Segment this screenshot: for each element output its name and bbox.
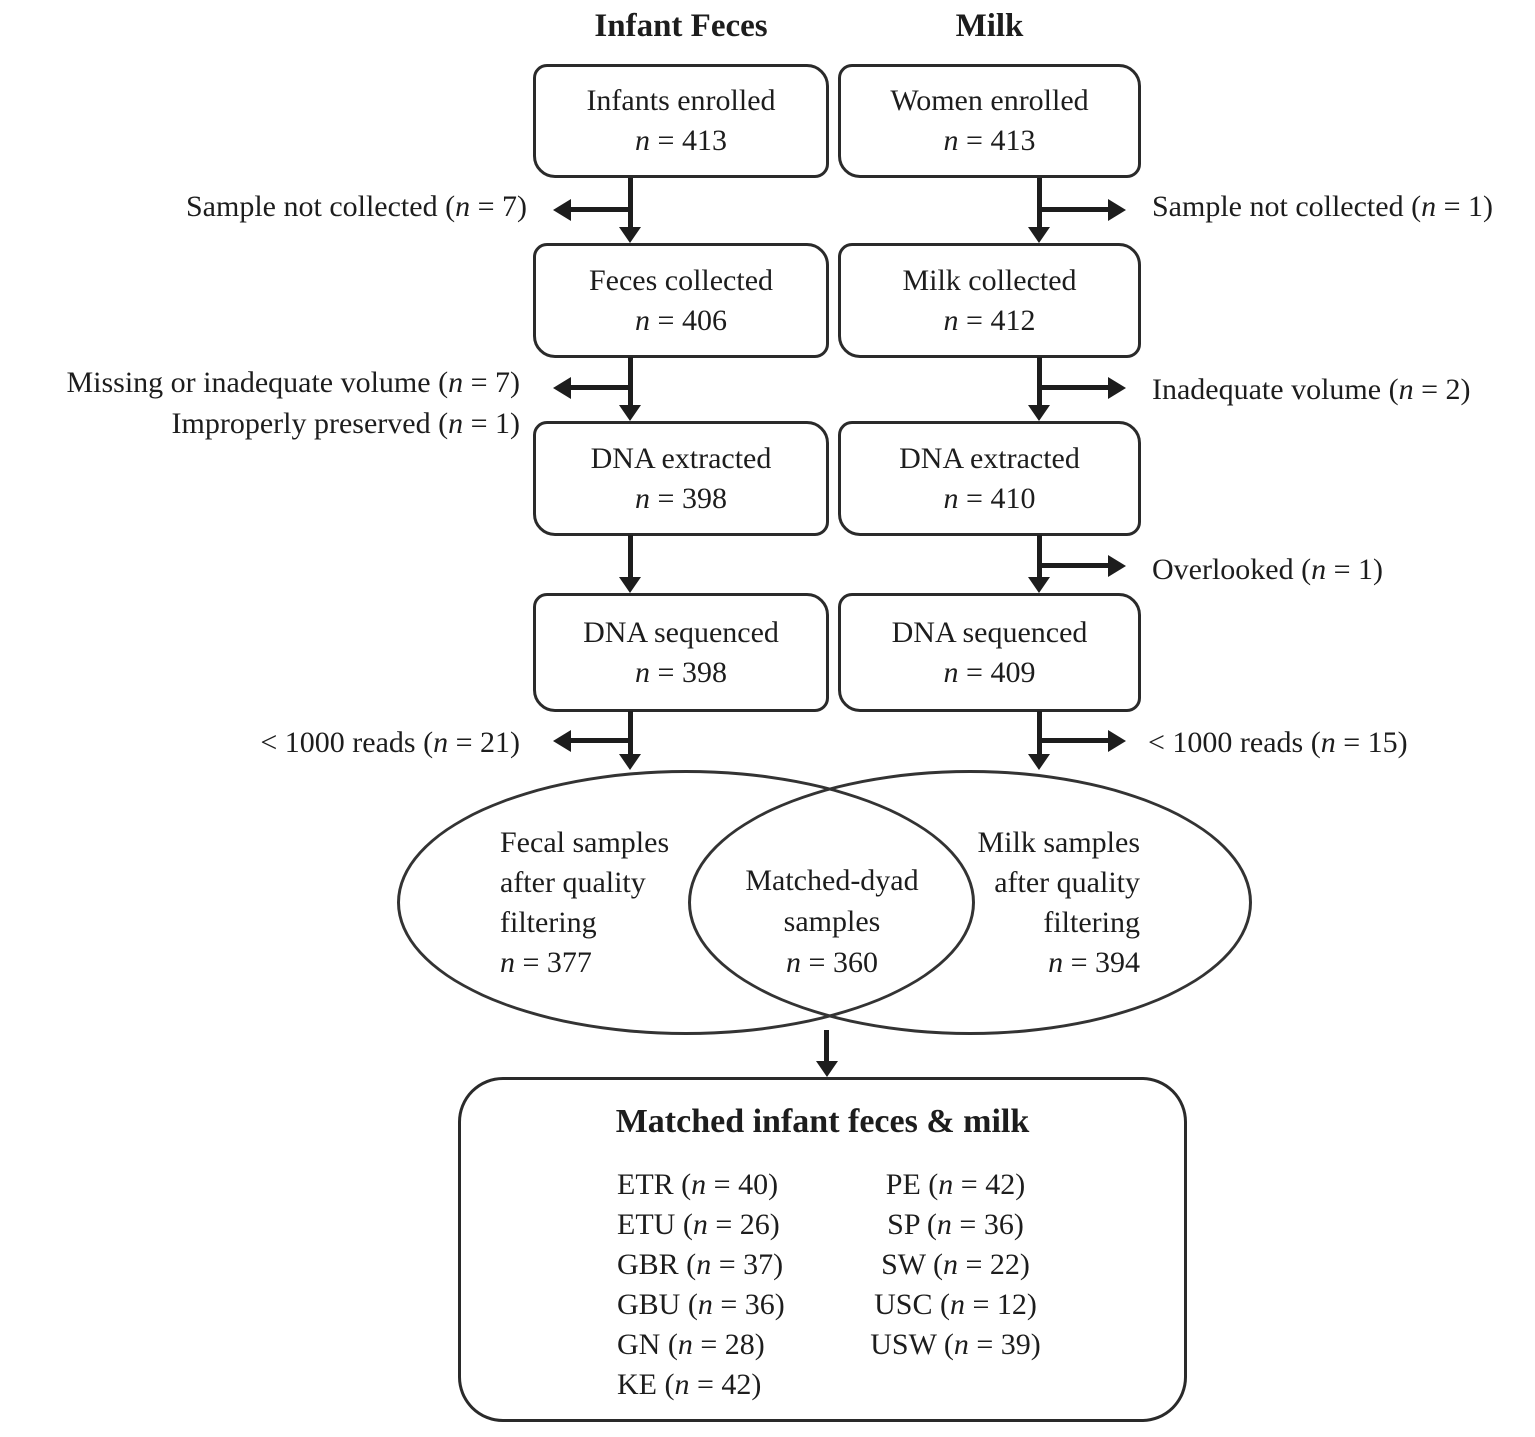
venn-line: filtering <box>1043 906 1140 939</box>
branch-arrow-line <box>1040 385 1110 390</box>
exclusion-left-low-reads: < 1000 reads (n = 21) <box>260 726 520 759</box>
matched-summary-box <box>458 1077 1187 1422</box>
branch-arrow-line <box>1040 207 1110 212</box>
venn-line: n = 360 <box>786 946 878 979</box>
branch-arrow-line <box>569 385 631 390</box>
list-item: KE (n = 42) <box>617 1368 762 1401</box>
venn-line: filtering <box>500 906 597 939</box>
list-item: USW (n = 39) <box>870 1328 1041 1361</box>
box-label: DNA sequenced <box>891 615 1088 649</box>
box-infants-enrolled: Infants enrolled n = 413 <box>533 64 829 178</box>
flow-arrow-line <box>628 357 633 405</box>
branch-arrow-line <box>569 738 631 743</box>
venn-line: after quality <box>994 866 1140 899</box>
arrow-left-icon <box>553 199 571 221</box>
exclusion-line: Improperly preserved (n = 1) <box>171 407 520 440</box>
box-count: n = 413 <box>943 124 1036 157</box>
list-item: SW (n = 22) <box>881 1248 1030 1281</box>
flow-arrow-line <box>824 1030 829 1061</box>
venn-line: Fecal samples <box>500 826 670 859</box>
venn-line: Milk samples <box>977 826 1141 859</box>
box-count: n = 406 <box>635 303 727 337</box>
box-women-enrolled: Women enrolled n = 413 <box>838 64 1141 178</box>
flow-arrow-line <box>1037 357 1042 405</box>
matched-list-column2: PE (n = 42) SP (n = 36) SW (n = 22) USC … <box>858 1165 1053 1365</box>
matched-box-title: Matched infant feces & milk <box>615 1103 1030 1140</box>
venn-milk-ellipse <box>688 770 1252 1035</box>
branch-arrow-line <box>1040 738 1110 743</box>
arrow-right-icon <box>1108 555 1126 577</box>
box-count: n = 398 <box>635 655 727 689</box>
box-count: n = 412 <box>943 303 1036 337</box>
list-item: ETR (n = 40) <box>617 1168 779 1201</box>
exclusion-right-sample-not-collected: Sample not collected (n = 1) <box>1152 190 1493 223</box>
arrow-down-icon <box>619 227 641 243</box>
flow-arrow-line <box>628 178 633 227</box>
arrow-down-icon <box>619 405 641 421</box>
flow-arrow-line <box>628 535 633 577</box>
box-label: DNA extracted <box>899 441 1080 475</box>
arrow-down-icon <box>619 577 641 593</box>
venn-matched-label: Matched-dyad samples n = 360 <box>732 860 932 983</box>
list-item: GBU (n = 36) <box>617 1288 785 1321</box>
box-count: n = 409 <box>943 655 1036 689</box>
venn-line: n = 394 <box>1048 946 1140 979</box>
exclusion-right-overlooked: Overlooked (n = 1) <box>1152 553 1384 586</box>
exclusion-right-inadequate-volume: Inadequate volume (n = 2) <box>1152 373 1471 406</box>
branch-arrow-line <box>569 207 631 212</box>
venn-line: Matched-dyad <box>745 864 919 897</box>
box-label: Women enrolled <box>890 84 1089 117</box>
arrow-right-icon <box>1108 730 1126 752</box>
box-count: n = 398 <box>635 481 727 515</box>
arrow-down-icon <box>1028 405 1050 421</box>
venn-line: samples <box>783 905 881 938</box>
flow-arrow-line <box>1037 535 1042 577</box>
list-item: SP (n = 36) <box>887 1208 1024 1241</box>
arrow-down-icon <box>1028 227 1050 243</box>
arrow-left-icon <box>553 377 571 399</box>
box-count: n = 413 <box>635 124 727 157</box>
flow-arrow-line <box>1037 711 1042 754</box>
arrow-down-icon <box>1028 577 1050 593</box>
arrow-down-icon <box>816 1061 838 1077</box>
exclusion-right-low-reads: < 1000 reads (n = 15) <box>1148 726 1408 759</box>
list-item: GN (n = 28) <box>617 1328 765 1361</box>
venn-line: n = 377 <box>500 946 592 979</box>
list-item: USC (n = 12) <box>874 1288 1037 1321</box>
box-milk-collected: Milk collected n = 412 <box>838 243 1141 358</box>
exclusion-left-sample-not-collected: Sample not collected (n = 7) <box>186 190 527 223</box>
exclusion-line: Missing or inadequate volume (n = 7) <box>66 366 520 399</box>
column-header-milk: Milk <box>955 8 1024 44</box>
arrow-down-icon <box>1028 754 1050 770</box>
box-label: Milk collected <box>902 263 1077 297</box>
venn-fecal-label: Fecal samples after quality filtering n … <box>500 823 669 983</box>
box-count: n = 410 <box>943 481 1036 515</box>
exclusion-left-missing-volume: Missing or inadequate volume (n = 7) Imp… <box>66 362 520 444</box>
arrow-left-icon <box>553 730 571 752</box>
box-label: Infants enrolled <box>586 84 776 117</box>
flow-arrow-line <box>628 711 633 754</box>
venn-line: after quality <box>500 866 646 899</box>
flow-arrow-line <box>1037 178 1042 227</box>
box-label: DNA sequenced <box>583 615 779 649</box>
arrow-down-icon <box>619 754 641 770</box>
box-label: Feces collected <box>588 263 774 297</box>
list-item: PE (n = 42) <box>885 1168 1026 1201</box>
box-feces-collected: Feces collected n = 406 <box>533 243 829 358</box>
box-dna-sequenced-milk: DNA sequenced n = 409 <box>838 593 1141 712</box>
list-item: ETU (n = 26) <box>617 1208 780 1241</box>
column-header-infant-feces: Infant Feces <box>594 8 768 44</box>
box-dna-extracted-feces: DNA extracted n = 398 <box>533 421 829 536</box>
matched-list-column1: ETR (n = 40) ETU (n = 26) GBR (n = 37) G… <box>617 1165 785 1405</box>
arrow-right-icon <box>1108 377 1126 399</box>
box-dna-sequenced-feces: DNA sequenced n = 398 <box>533 593 829 712</box>
venn-milk-label: Milk samples after quality filtering n =… <box>978 823 1141 983</box>
list-item: GBR (n = 37) <box>617 1248 784 1281</box>
box-label: DNA extracted <box>590 441 772 475</box>
box-dna-extracted-milk: DNA extracted n = 410 <box>838 421 1141 536</box>
arrow-right-icon <box>1108 199 1126 221</box>
branch-arrow-line <box>1040 563 1110 568</box>
